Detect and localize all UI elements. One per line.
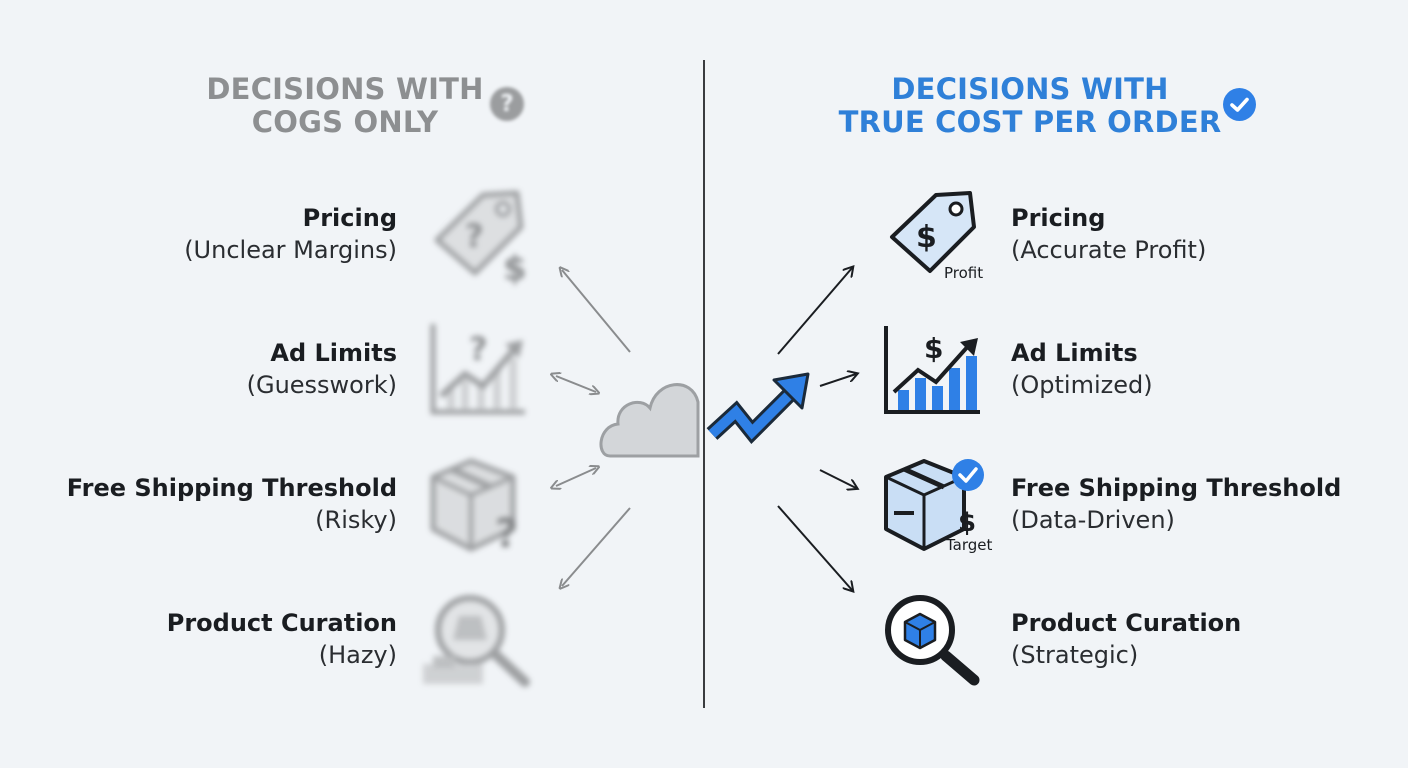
svg-text:?: ? <box>469 330 488 368</box>
zigzag-up-arrow-icon <box>706 372 810 444</box>
right-item-title: Free Shipping Threshold <box>1011 474 1342 502</box>
magnifier-cube-icon <box>885 595 980 686</box>
right-item-free-shipping: Free Shipping Threshold (Data-Driven) <box>1011 472 1341 536</box>
magnifier-hazy-icon <box>423 595 530 687</box>
svg-text:?: ? <box>465 217 484 255</box>
left-item-title: Product Curation <box>166 609 397 637</box>
left-arrows <box>540 250 631 600</box>
right-arrows <box>777 260 870 600</box>
left-heading-line2: COGS ONLY <box>251 105 439 139</box>
right-item-title: Pricing <box>1011 204 1106 232</box>
svg-text:$: $ <box>958 508 976 538</box>
right-item-subtitle: (Optimized) <box>1011 371 1153 399</box>
left-heading: DECISIONS WITH COGS ONLY <box>200 73 490 139</box>
right-item-subtitle: (Data-Driven) <box>1011 506 1175 534</box>
price-tag-question-icon: ? $ <box>434 190 527 289</box>
right-item-ad-limits: Ad Limits (Optimized) <box>1011 337 1153 401</box>
left-item-subtitle: (Risky) <box>315 506 397 534</box>
svg-text:$: $ <box>916 220 937 255</box>
shipping-icon-caption: Target <box>946 536 993 554</box>
right-item-product-curation: Product Curation (Strategic) <box>1011 607 1241 671</box>
right-item-subtitle: (Strategic) <box>1011 641 1139 669</box>
box-question-icon: ? <box>430 458 518 557</box>
right-item-subtitle: (Accurate Profit) <box>1011 236 1207 264</box>
check-circle-icon <box>1223 88 1256 121</box>
svg-text:$: $ <box>924 332 943 365</box>
left-item-pricing: Pricing (Unclear Margins) <box>184 202 397 266</box>
left-item-product-curation: Product Curation (Hazy) <box>167 607 397 671</box>
left-item-free-shipping: Free Shipping Threshold (Risky) <box>67 472 397 536</box>
left-item-subtitle: (Guesswork) <box>246 371 397 399</box>
left-item-title: Free Shipping Threshold <box>66 474 397 502</box>
question-circle-icon: ? <box>490 87 524 121</box>
chart-question-icon: ? <box>430 324 525 415</box>
right-item-title: Ad Limits <box>1011 339 1138 367</box>
left-item-title: Ad Limits <box>270 339 397 367</box>
right-heading-line2: TRUE COST PER ORDER <box>838 105 1222 139</box>
svg-text:?: ? <box>495 511 518 557</box>
left-item-subtitle: (Hazy) <box>318 641 397 669</box>
left-item-title: Pricing <box>302 204 397 232</box>
bar-chart-growth-icon: $ <box>884 326 980 414</box>
pricing-icon-caption: Profit <box>944 264 984 282</box>
right-heading: DECISIONS WITH TRUE COST PER ORDER <box>830 73 1230 139</box>
cloud-icon <box>599 383 700 458</box>
left-item-subtitle: (Unclear Margins) <box>184 236 397 264</box>
right-heading-line1: DECISIONS WITH <box>891 72 1169 106</box>
right-item-pricing: Pricing (Accurate Profit) <box>1011 202 1206 266</box>
price-tag-dollar-icon: $ <box>890 191 976 273</box>
svg-text:$: $ <box>503 249 527 289</box>
left-heading-line1: DECISIONS WITH <box>206 72 484 106</box>
left-item-ad-limits: Ad Limits (Guesswork) <box>247 337 397 401</box>
box-check-icon: $ <box>884 459 984 551</box>
center-divider <box>703 60 705 708</box>
right-item-title: Product Curation <box>1011 609 1242 637</box>
